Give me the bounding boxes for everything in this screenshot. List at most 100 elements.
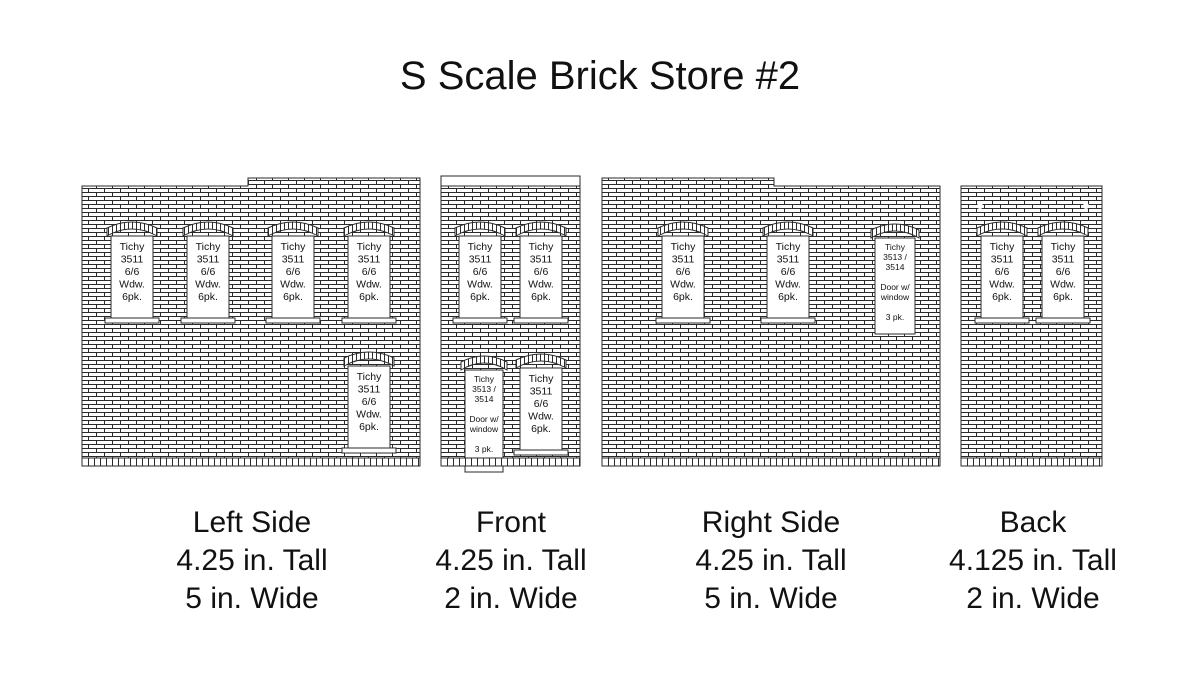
wall-name: Right Side [701, 506, 841, 539]
window-label-line: 3511 [777, 254, 800, 266]
window-label-line: 6pk. [283, 291, 303, 303]
door-label-line: 3 pk. [886, 312, 904, 322]
wall-name: Back [999, 506, 1067, 539]
window-label-line: 6pk. [198, 291, 218, 303]
wall-name: Front [475, 506, 547, 539]
window-label-line: Tichy [529, 241, 554, 253]
window-label-line: Wdw. [775, 279, 801, 291]
door-label-line: window [469, 424, 499, 434]
window-label-line: 3511 [282, 254, 305, 266]
window-label-line: Tichy [776, 241, 801, 253]
window-label-line: 6/6 [676, 266, 691, 278]
window-label-line: 3511 [358, 254, 381, 266]
window-label-line: 3511 [358, 384, 381, 396]
wall-back [960, 185, 1103, 467]
window-label-line: 3511 [1052, 254, 1075, 266]
window-label-line: 3511 [469, 254, 492, 266]
window-label-line: 6/6 [473, 266, 488, 278]
door-label-line: 3513 / [883, 252, 907, 262]
wall-width: 5 in. Wide [185, 582, 319, 615]
wall-width: 2 in. Wide [966, 582, 1100, 615]
base-course [601, 457, 941, 467]
door-label-line: Tichy [885, 242, 906, 252]
window-label-line: 6/6 [362, 396, 377, 408]
window-label-line: Wdw. [195, 279, 221, 291]
base-course [81, 457, 421, 467]
door-label-line: window [880, 292, 910, 302]
window-label-line: 6/6 [781, 266, 796, 278]
window-label-line: Wdw. [989, 279, 1015, 291]
nail-hole [1083, 203, 1089, 209]
door-label-line: 3 pk. [475, 444, 493, 454]
door-label-line: 3514 [475, 394, 494, 404]
door-label-line: Tichy [474, 374, 495, 384]
window-label-line: 3511 [121, 254, 144, 266]
window-label-line: 6pk. [122, 291, 142, 303]
nail-hole [977, 203, 983, 209]
window-label-line: Wdw. [356, 409, 382, 421]
wall-name: Left Side [192, 506, 312, 539]
window-label-line: 6/6 [201, 266, 216, 278]
wall-caption: Back 4.125 in. Tall 2 in. Wide [893, 504, 1173, 618]
window-label-line: 6pk. [470, 291, 490, 303]
door-label-line: 3513 / [472, 384, 496, 394]
window-label-line: 6pk. [673, 291, 693, 303]
window-label-line: Tichy [990, 241, 1015, 253]
window-label-line: 6/6 [125, 266, 140, 278]
window-label-line: 6/6 [534, 266, 549, 278]
wall-height: 4.25 in. Tall [176, 544, 328, 577]
window-label-line: 6/6 [995, 266, 1010, 278]
base-course [440, 457, 581, 467]
window-label-line: Tichy [671, 241, 696, 253]
window-label-line: Tichy [468, 241, 493, 253]
window-label-line: 3511 [530, 386, 553, 398]
window-label-line: 6pk. [1053, 291, 1073, 303]
window-label-line: 6pk. [778, 291, 798, 303]
window-label-line: Wdw. [528, 411, 554, 423]
wall-caption: Right Side 4.25 in. Tall 5 in. Wide [631, 504, 911, 618]
window-label-line: 6pk. [531, 423, 551, 435]
window-label-line: Tichy [357, 371, 382, 383]
wall-width: 5 in. Wide [704, 582, 838, 615]
door-label-line: Door w/ [469, 414, 499, 424]
wall-height: 4.25 in. Tall [435, 544, 587, 577]
window-label-line: 3511 [672, 254, 695, 266]
window-label-line: Wdw. [528, 279, 554, 291]
door-label-line: Door w/ [880, 282, 910, 292]
window-label-line: 6/6 [1056, 266, 1071, 278]
wall-width: 2 in. Wide [444, 582, 578, 615]
window-label-line: Tichy [120, 241, 145, 253]
window-label-line: 6/6 [534, 398, 549, 410]
base-course [960, 457, 1103, 467]
window-label-line: Wdw. [1050, 279, 1076, 291]
window-label-line: 6pk. [531, 291, 551, 303]
window-label-line: 3511 [197, 254, 220, 266]
window-label-line: Wdw. [119, 279, 145, 291]
window-label-line: 6pk. [359, 291, 379, 303]
window-label-line: 3511 [530, 254, 553, 266]
window-label-line: Wdw. [670, 279, 696, 291]
window-label-line: 3511 [991, 254, 1014, 266]
wall-height: 4.125 in. Tall [949, 544, 1117, 577]
wall-caption: Front 4.25 in. Tall 2 in. Wide [371, 504, 651, 618]
window-label-line: 6/6 [362, 266, 377, 278]
window-label-line: Tichy [281, 241, 306, 253]
window-label-line: Wdw. [356, 279, 382, 291]
window-label-line: 6pk. [359, 421, 379, 433]
window-label-line: Tichy [1051, 241, 1076, 253]
wall-height: 4.25 in. Tall [695, 544, 847, 577]
